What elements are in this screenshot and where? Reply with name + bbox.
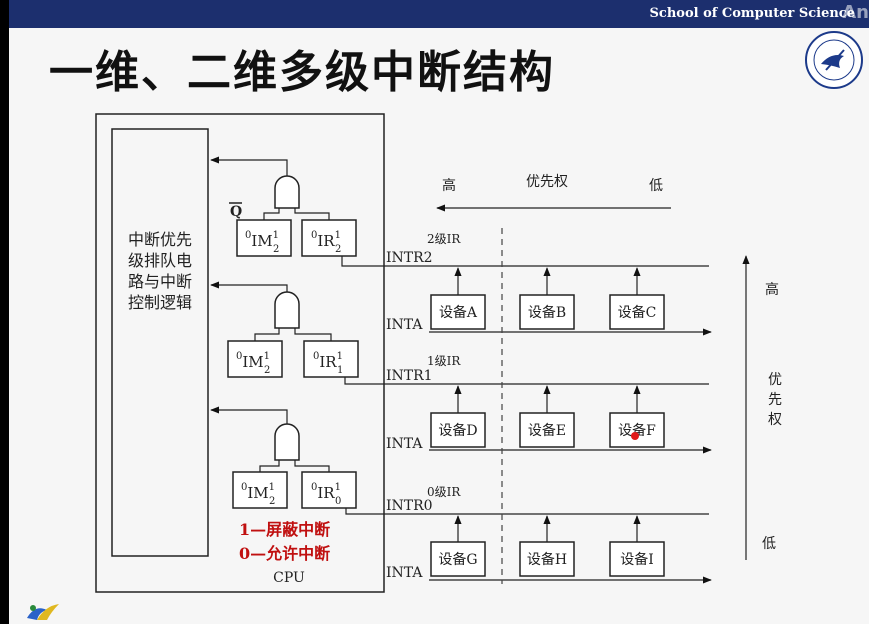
level-ir-label: 2级IR xyxy=(427,232,461,246)
annotation-overlay-text: An xyxy=(842,2,869,23)
side-priority-label: 优 xyxy=(768,372,782,388)
gate2-input-wires xyxy=(263,208,330,220)
control-logic-box xyxy=(111,128,209,557)
ir2-intr-wire xyxy=(341,256,709,267)
arrow-gate0-output xyxy=(210,406,288,424)
control-logic-line: 路与中断 xyxy=(128,272,192,291)
header-bar: School of Computer Science An xyxy=(9,0,869,28)
inta-label: INTA xyxy=(386,436,423,452)
ir1-intr-wire xyxy=(344,377,709,385)
device-box xyxy=(609,541,665,577)
slide: School of Computer Science An 一维、二维多级中断结… xyxy=(9,0,869,624)
intr-label: INTR2 xyxy=(386,250,433,266)
inta-label: INTA xyxy=(386,317,423,333)
side-priority-low: 低 xyxy=(762,536,776,552)
priority-label: 优先权 xyxy=(526,174,568,190)
intr-label: INTR0 xyxy=(386,498,433,514)
side-priority-label: 先 xyxy=(768,392,782,408)
arrow-gate2-output xyxy=(210,156,288,176)
ir0-intr-wire xyxy=(345,508,709,515)
legend-allow: 0—允许中断 xyxy=(239,544,330,563)
im-register-level2 xyxy=(236,219,292,257)
school-name: School of Computer Science xyxy=(649,6,855,21)
device-box xyxy=(519,294,575,330)
inta-label: INTA xyxy=(386,565,423,581)
im-register-level0 xyxy=(232,471,288,509)
control-logic-line: 级排队电 xyxy=(128,251,192,270)
device-box xyxy=(519,541,575,577)
device-label: 设备F xyxy=(618,422,656,439)
and-gate-level0 xyxy=(274,423,300,461)
device-label: 设备B xyxy=(528,304,566,321)
gate1-input-wires xyxy=(254,328,332,341)
ir-register-level1 xyxy=(303,340,359,378)
university-logo-icon xyxy=(805,31,863,89)
side-priority-label: 权 xyxy=(768,412,782,428)
footer-logo-icon xyxy=(27,604,59,620)
cpu-box xyxy=(95,113,385,593)
legend-mask: 1—屏蔽中断 xyxy=(239,520,330,539)
slide-title: 一维、二维多级中断结构 xyxy=(49,47,555,98)
device-label: 设备A xyxy=(439,304,478,321)
arrow-gate1-output xyxy=(210,281,288,292)
cpu-label: CPU xyxy=(273,570,305,586)
control-logic-line: 中断优先 xyxy=(128,230,192,249)
intr-label: INTR1 xyxy=(386,368,433,384)
level-ir-label: 1级IR xyxy=(427,354,461,368)
side-priority-high: 高 xyxy=(765,281,779,298)
cursor-pointer-icon xyxy=(631,432,639,440)
device-label: 设备I xyxy=(620,551,654,568)
device-label: 设备H xyxy=(527,551,567,568)
device-box xyxy=(609,294,665,330)
device-label: 设备E xyxy=(528,422,566,439)
device-label: 设备G xyxy=(438,551,477,568)
and-gate-level2 xyxy=(274,175,300,209)
ir-register-level0 xyxy=(301,471,357,509)
level-ir-label: 0级IR xyxy=(427,485,461,499)
device-label: 设备C xyxy=(618,304,657,321)
im-register-level1 xyxy=(227,340,283,378)
ir-register-level2 xyxy=(301,219,357,257)
q-bar-label: Q xyxy=(230,204,242,220)
priority-low-label: 低 xyxy=(649,178,663,194)
control-logic-line: 控制逻辑 xyxy=(128,293,192,312)
and-gate-level1 xyxy=(274,291,300,329)
device-label: 设备D xyxy=(438,422,477,439)
priority-high-label: 高 xyxy=(442,177,456,194)
gate0-input-wires xyxy=(259,460,330,472)
